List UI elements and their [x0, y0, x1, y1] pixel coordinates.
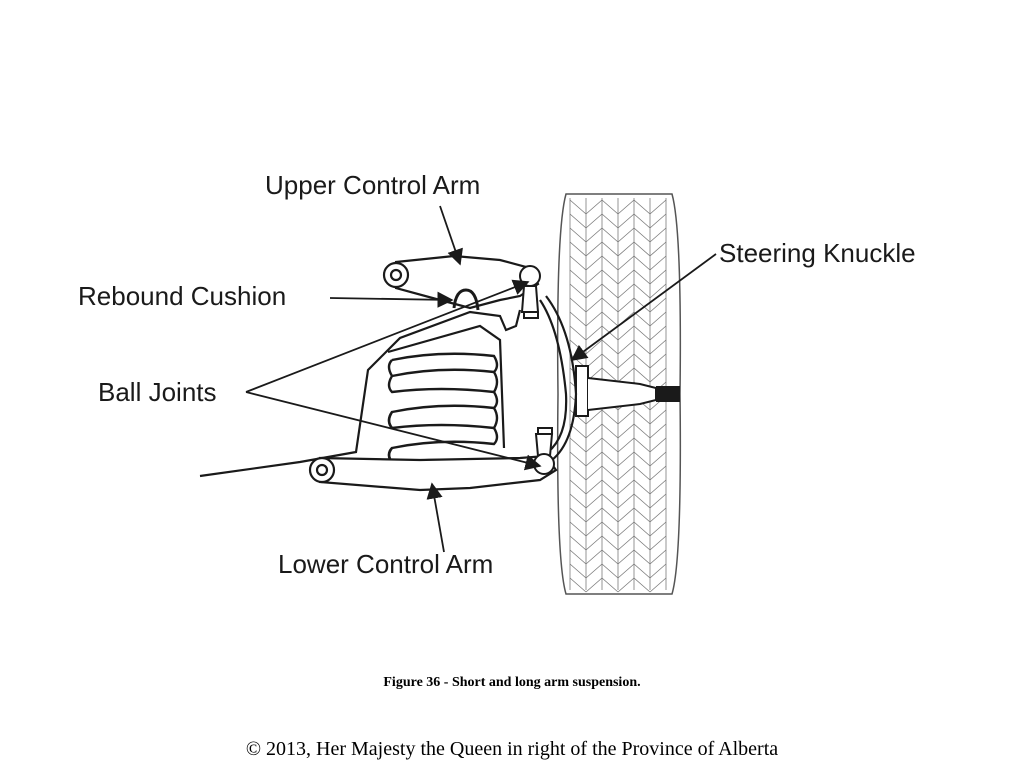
label-lower-control-arm: Lower Control Arm [278, 549, 494, 579]
lower-ball-joint [533, 427, 555, 475]
leader-rebound-cushion [329, 291, 454, 308]
copyright-notice: © 2013, Her Majesty the Queen in right o… [245, 738, 779, 760]
figure-caption: Figure 36 - Short and long arm suspensio… [383, 675, 641, 690]
upper-ball-joint [519, 265, 541, 319]
label-steering-knuckle: Steering Knuckle [719, 238, 916, 268]
lower-control-arm [308, 454, 558, 492]
leader-lower-control-arm [426, 482, 445, 553]
wheel-hub [575, 365, 680, 417]
rebound-cushion [452, 288, 480, 311]
label-upper-control-arm: Upper Control Arm [265, 170, 481, 200]
leader-steering-knuckle [570, 253, 717, 361]
leader-ball-joint-lower [245, 391, 542, 471]
leader-ball-joint-upper [245, 279, 530, 393]
coil-spring [387, 352, 499, 464]
steering-knuckle [539, 295, 578, 461]
frame [199, 309, 522, 478]
leader-lines [245, 205, 717, 553]
label-rebound-cushion: Rebound Cushion [78, 281, 287, 311]
frame-inner [387, 324, 506, 449]
leader-upper-control-arm [439, 205, 463, 266]
label-ball-joints: Ball Joints [98, 377, 217, 407]
upper-control-arm [382, 254, 540, 310]
